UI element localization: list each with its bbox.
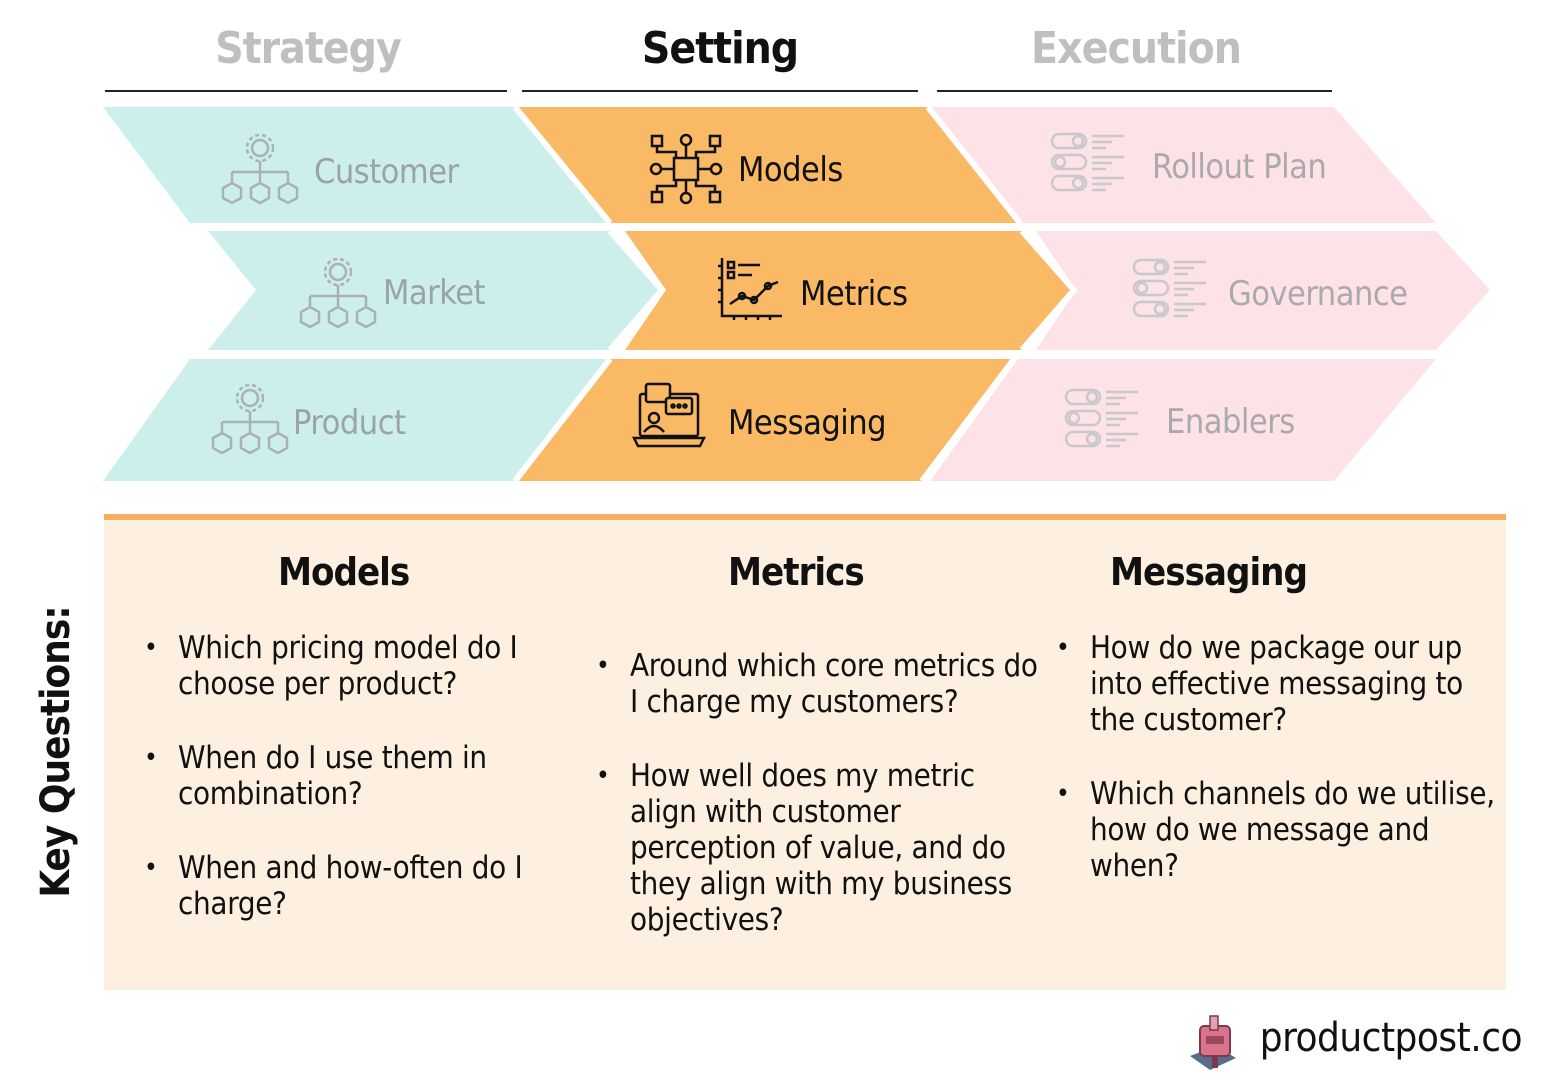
toggle-list-icon [1064,388,1138,448]
phase-title-execution: Execution [1031,23,1242,74]
phase-title-setting: Setting [641,23,799,74]
list-item: Around which core metrics do I charge my… [596,648,1046,720]
list-item: How well does my metric align with custo… [596,758,1046,938]
chevron-label-customer: Customer [314,152,459,192]
brand-name[interactable]: productpost.co [1259,1015,1523,1061]
chevron-product [103,359,610,481]
chevron-models [517,107,1020,223]
line-chart-icon [718,258,782,320]
questions-heading-models: Models [278,550,410,594]
list-item: When do I use them in combination? [144,740,564,812]
mailbox-icon [1190,1015,1236,1070]
chevron-market [208,231,662,350]
phase-divider-strategy [105,90,507,92]
chevron-label-metrics: Metrics [800,274,908,314]
org-hierarchy-icon [211,383,289,455]
key-questions-label: Key Questions: [33,606,79,898]
chevron-metrics [625,231,1074,350]
toggle-list-icon [1050,132,1124,192]
questions-list-models: Which pricing model do I choose per prod… [144,630,564,960]
laptop-chat-icon [632,382,706,448]
chevron-customer [103,107,610,223]
phase-divider-setting [522,90,918,92]
chevron-label-rollout-plan: Rollout Plan [1152,147,1327,187]
chevron-label-market: Market [383,273,486,313]
list-item: Which channels do we utilise, how do we … [1056,776,1496,884]
toggle-list-icon [1132,258,1206,318]
chevron-label-messaging: Messaging [728,403,887,443]
chevron-label-models: Models [738,150,843,190]
chevron-flow [103,105,1490,483]
org-hierarchy-icon [221,133,299,205]
phase-title-strategy: Strategy [215,23,402,74]
chevron-label-governance: Governance [1228,274,1408,314]
questions-list-metrics: Around which core metrics do I charge my… [596,648,1046,976]
phase-divider-execution [937,90,1332,92]
list-item: How do we package our up into effective … [1056,630,1496,738]
chevron-messaging [519,359,1014,481]
chevron-label-product: Product [293,403,406,443]
questions-list-messaging: How do we package our up into effective … [1056,630,1496,922]
chevron-enablers [930,359,1436,481]
org-hierarchy-icon [299,257,377,329]
questions-heading-metrics: Metrics [728,550,865,594]
circuit-chip-icon [649,133,723,205]
list-item: Which pricing model do I choose per prod… [144,630,564,702]
list-item: When and how-often do I charge? [144,850,564,922]
chevron-label-enablers: Enablers [1166,402,1295,442]
questions-heading-messaging: Messaging [1110,550,1308,594]
